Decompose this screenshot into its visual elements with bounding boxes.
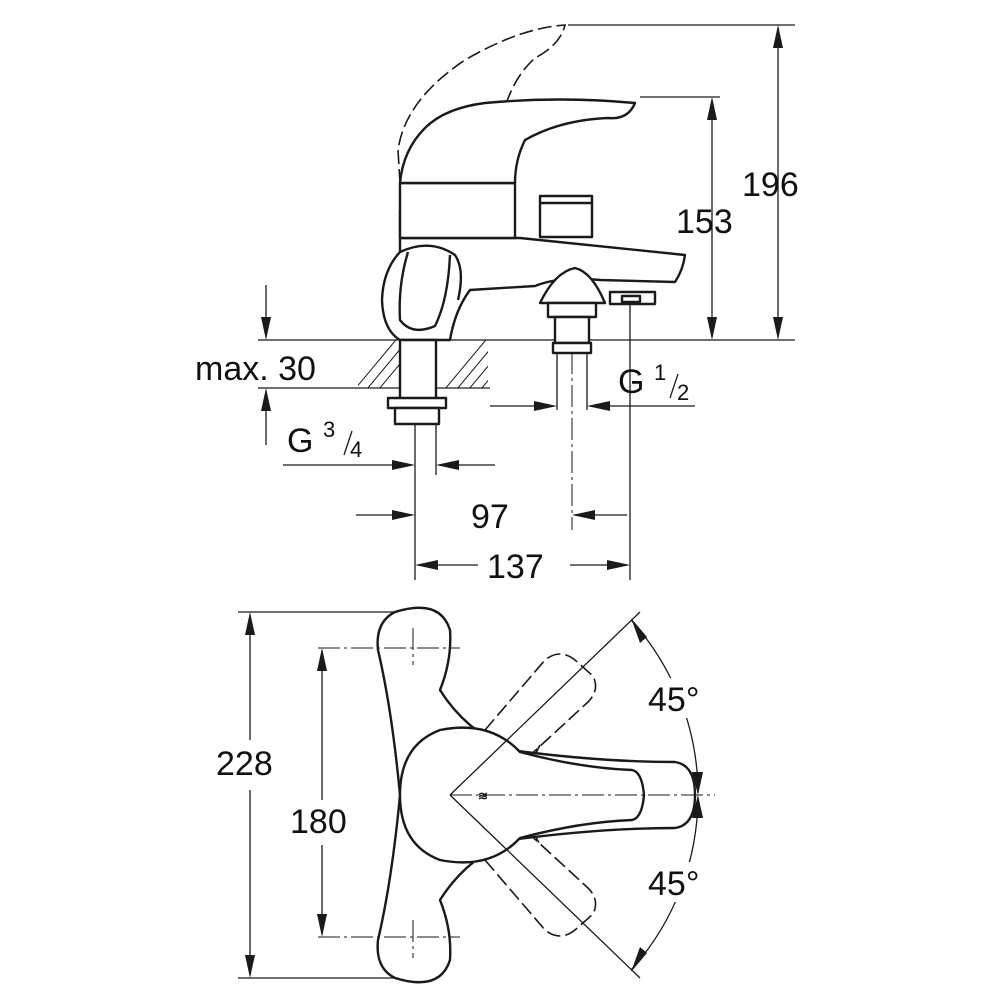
- g12-slash: [669, 373, 679, 399]
- g12-numerator: 1: [654, 360, 666, 385]
- angle-label-bg-lower: [646, 862, 724, 902]
- lever-rotated-upper-outline: [484, 653, 597, 761]
- dim-196-label: 196: [742, 166, 799, 204]
- dim-max30-label: max. 30: [195, 350, 316, 388]
- g34-numerator: 3: [323, 417, 335, 442]
- shower-outlet: [538, 266, 607, 305]
- angle-ray-upper: [449, 611, 641, 796]
- shower-outlet-ring: [551, 341, 593, 355]
- g12-denominator: 2: [677, 380, 689, 405]
- deck-hatch: [358, 340, 488, 388]
- mixer-body: [380, 208, 687, 342]
- inlet-thread: [393, 406, 441, 426]
- lever-handle: [398, 98, 637, 185]
- dim-180-label: 180: [290, 803, 347, 841]
- dim-137-label: 137: [487, 548, 544, 586]
- angle-upper-label: 45°: [648, 681, 699, 719]
- g34-denominator: 4: [350, 437, 362, 462]
- angle-ray-lower: [449, 794, 641, 979]
- body-upper-block: [398, 181, 517, 240]
- dim-228-label: 228: [216, 745, 273, 783]
- dim-97-label: 97: [471, 498, 509, 536]
- aerator-inner: [620, 294, 642, 304]
- side-view: 196 153 max. 30 G 3 4 G 1 2 9: [195, 24, 799, 586]
- angle-lower-label: 45°: [648, 865, 699, 903]
- inlet-shank: [398, 338, 438, 404]
- shower-outlet-nut: [546, 301, 598, 319]
- body-contour: [399, 244, 463, 301]
- inlet-nut: [386, 396, 448, 410]
- g34-prefix: G: [287, 422, 313, 460]
- shower-outlet-pipe: [553, 315, 591, 345]
- lever-rotated-lower-outline: [484, 829, 597, 937]
- g12-prefix: G: [618, 363, 644, 401]
- brand-logo: ≋: [478, 789, 488, 803]
- dim-153-label: 153: [676, 203, 733, 241]
- lever-alt-position-outline: [397, 24, 567, 187]
- top-view: ≋ 228 180 45° 45°: [216, 606, 724, 984]
- angle-label-bg-upper: [646, 678, 724, 718]
- g34-slash: [343, 430, 353, 456]
- body-recess: [398, 251, 452, 332]
